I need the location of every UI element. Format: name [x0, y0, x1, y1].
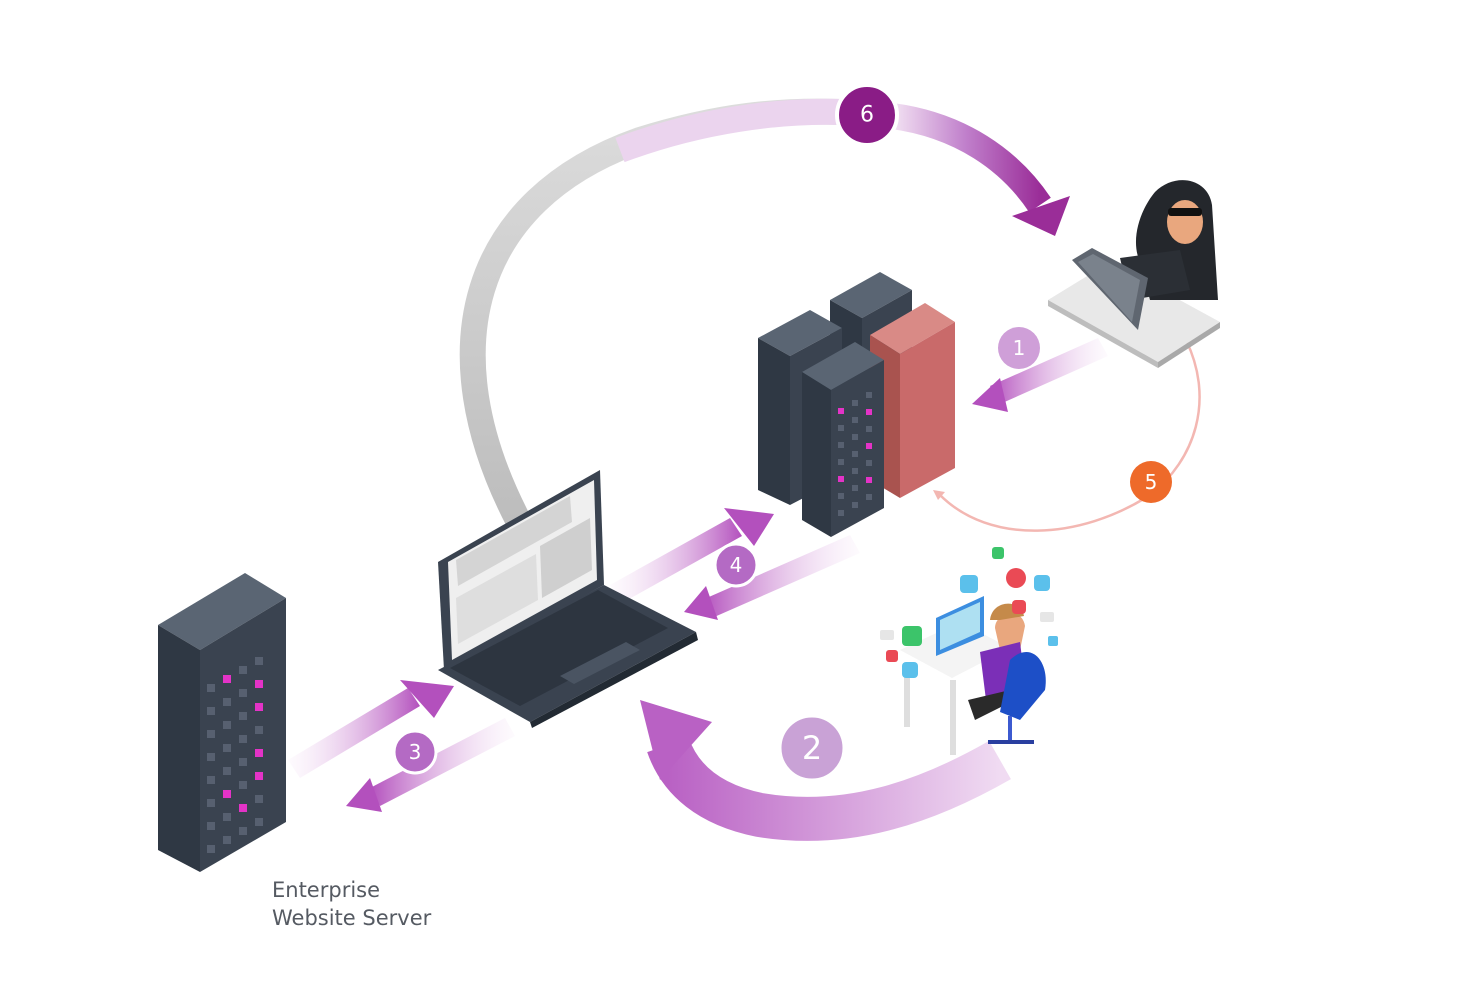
office-user-icon	[880, 547, 1058, 755]
server-led	[852, 451, 858, 457]
server-led	[223, 721, 231, 729]
server-led	[852, 434, 858, 440]
svg-text:1: 1	[1013, 336, 1026, 360]
server-led	[223, 836, 231, 844]
server-led	[255, 772, 263, 780]
server-label-line2: Website Server	[272, 906, 432, 930]
server-led	[255, 680, 263, 688]
server-led	[838, 510, 844, 516]
server-led	[255, 657, 263, 665]
enterprise-server-label: Enterprise Website Server	[272, 876, 431, 932]
flow-arrows-3	[288, 680, 515, 812]
server-led	[852, 468, 858, 474]
server-led	[239, 781, 247, 789]
server-led	[852, 485, 858, 491]
server-led	[255, 818, 263, 826]
server-led	[255, 795, 263, 803]
enterprise-server-icon	[158, 573, 286, 872]
server-led	[223, 675, 231, 683]
server-led	[239, 666, 247, 674]
server-led	[866, 460, 872, 466]
server-led	[866, 477, 872, 483]
server-led	[207, 730, 215, 738]
server-led	[239, 712, 247, 720]
svg-text:3: 3	[409, 740, 422, 764]
server-led	[838, 442, 844, 448]
step-badge-3: 3	[392, 729, 438, 775]
flow-arc-6	[459, 98, 1070, 533]
arc-6-arrowhead	[1012, 196, 1070, 236]
svg-text:5: 5	[1145, 470, 1158, 494]
server-led	[239, 735, 247, 743]
server-led	[255, 726, 263, 734]
server-led	[223, 813, 231, 821]
step-badge-6: 6	[835, 83, 899, 147]
server-led	[223, 744, 231, 752]
server-led	[866, 409, 872, 415]
server-led	[207, 845, 215, 853]
server-led	[838, 493, 844, 499]
laptop-icon	[438, 470, 698, 728]
server-led	[223, 698, 231, 706]
flow-arrows-4	[610, 508, 860, 620]
server-led	[239, 758, 247, 766]
step-badge-5: 5	[1130, 461, 1172, 503]
server-led	[239, 689, 247, 697]
server-led	[838, 476, 844, 482]
server-led	[207, 822, 215, 830]
server-led	[838, 425, 844, 431]
step-badge-1: 1	[998, 327, 1040, 369]
server-led	[223, 767, 231, 775]
arc-2-arrowhead	[640, 700, 712, 780]
server-led	[255, 703, 263, 711]
server-led	[207, 753, 215, 761]
step-badge-4: 4	[713, 542, 759, 588]
server-cluster-icon	[758, 272, 955, 537]
server-led	[852, 417, 858, 423]
flow-arrow-1	[972, 338, 1108, 412]
flow-arc-2	[640, 700, 1011, 841]
svg-text:2: 2	[802, 729, 822, 767]
server-led	[866, 426, 872, 432]
step-badge-2: 2	[778, 714, 846, 782]
server-led	[866, 443, 872, 449]
server-led	[852, 502, 858, 508]
server-led	[866, 392, 872, 398]
server-led	[207, 799, 215, 807]
server-led	[838, 408, 844, 414]
server-led	[239, 827, 247, 835]
server-label-line1: Enterprise	[272, 878, 381, 902]
server-led	[207, 684, 215, 692]
server-led	[207, 776, 215, 784]
server-led	[838, 459, 844, 465]
server-led	[255, 749, 263, 757]
server-led	[223, 790, 231, 798]
svg-text:6: 6	[860, 103, 874, 128]
server-led	[239, 804, 247, 812]
server-led	[852, 400, 858, 406]
attacker-hacker-icon	[1048, 180, 1220, 368]
svg-text:4: 4	[730, 553, 743, 577]
server-led	[866, 494, 872, 500]
server-led	[207, 707, 215, 715]
